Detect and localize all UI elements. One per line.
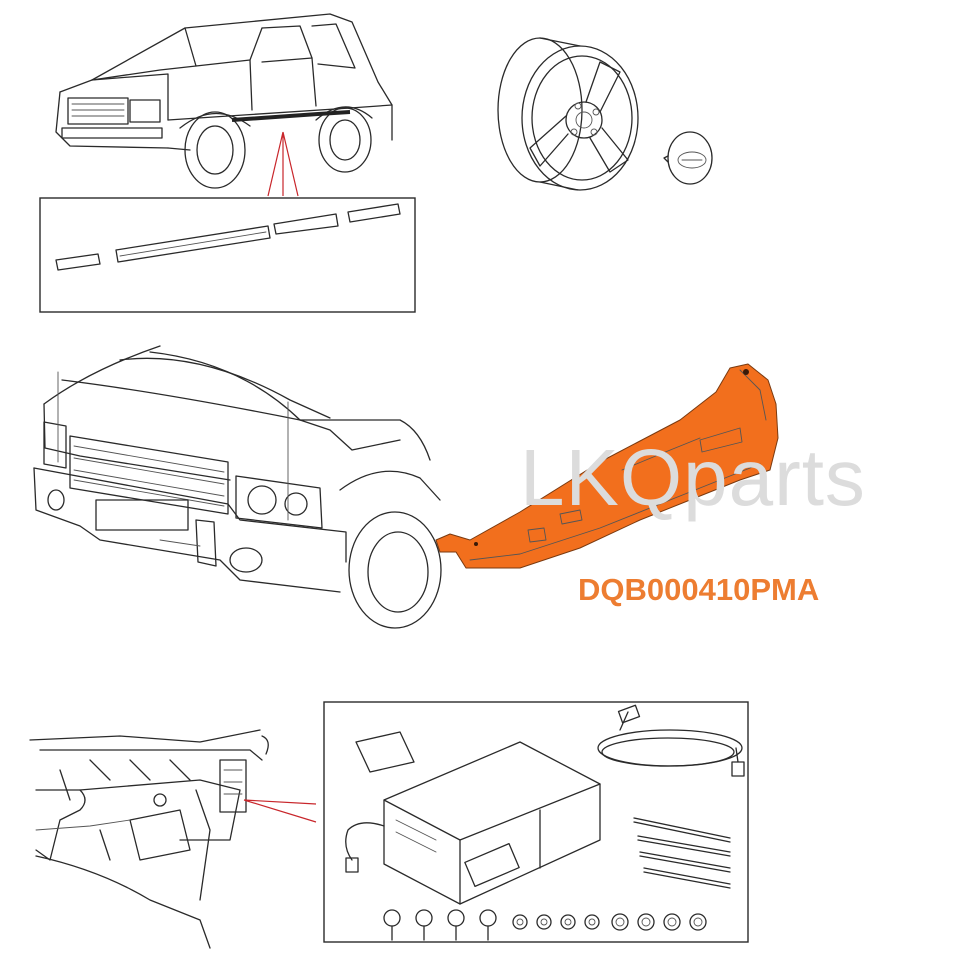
alloy-wheel-illustration: [497, 37, 713, 191]
highlighted-bumper-part: [435, 363, 779, 569]
watermark-text: LKQparts: [520, 433, 866, 522]
cd-changer-kit-illustration: [323, 701, 749, 943]
part-number-label: DQB000410PMA: [578, 572, 820, 607]
fastener-row: [383, 909, 707, 941]
vehicle-side-illustration: [39, 13, 416, 313]
vehicle-front-illustration: [33, 345, 442, 629]
mounting-location-illustration: [29, 729, 317, 949]
